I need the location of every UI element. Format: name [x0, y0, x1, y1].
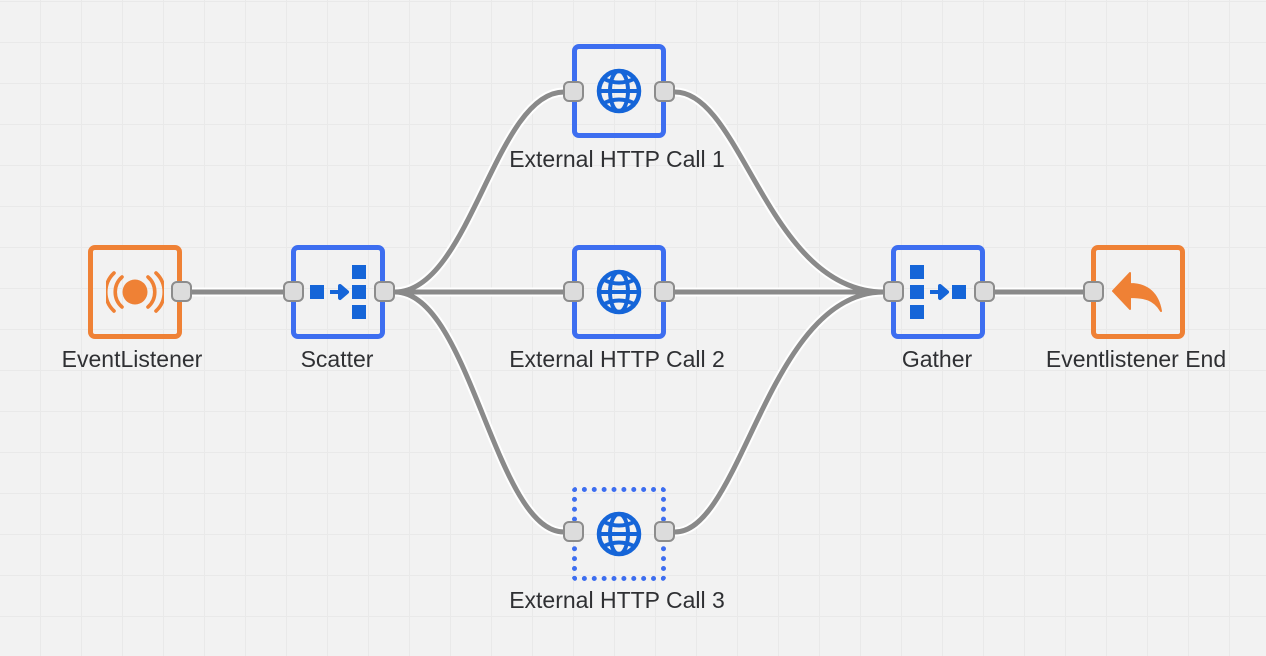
node-scatter[interactable] [291, 245, 385, 339]
globe-icon [596, 68, 642, 114]
port-eventlistener-end-in[interactable] [1083, 281, 1104, 302]
port-http3-in[interactable] [563, 521, 584, 542]
label-event-listener: EventListener [61, 346, 203, 372]
broadcast-signal-icon [106, 267, 164, 317]
node-gather[interactable] [891, 245, 985, 339]
label-gather: Gather [901, 346, 973, 372]
globe-icon [596, 269, 642, 315]
edge-highlight [670, 87, 889, 297]
node-external-http-call-2[interactable] [572, 245, 666, 339]
reply-arrow-icon [1110, 269, 1166, 315]
node-external-http-call-3[interactable] [572, 487, 666, 581]
port-gather-in[interactable] [883, 281, 904, 302]
port-http2-in[interactable] [563, 281, 584, 302]
port-scatter-in[interactable] [283, 281, 304, 302]
port-http1-out[interactable] [654, 81, 675, 102]
edge-edge-scatter-to-http1[interactable] [392, 89, 567, 295]
edge-edge-http3-to-gather[interactable] [672, 289, 887, 535]
port-http3-out[interactable] [654, 521, 675, 542]
port-http2-out[interactable] [654, 281, 675, 302]
label-scatter: Scatter [300, 346, 374, 372]
scatter-icon [308, 264, 368, 320]
label-external-http-call-1: External HTTP Call 1 [509, 146, 725, 172]
edge-edge-http1-to-gather[interactable] [672, 89, 887, 295]
edge-highlight [390, 287, 569, 537]
label-eventlistener-end: Eventlistener End [1045, 346, 1227, 372]
node-external-http-call-1[interactable] [572, 44, 666, 138]
gather-icon [908, 264, 968, 320]
port-gather-out[interactable] [974, 281, 995, 302]
port-http1-in[interactable] [563, 81, 584, 102]
globe-icon [596, 511, 642, 557]
label-external-http-call-2: External HTTP Call 2 [509, 346, 725, 372]
edge-edge-scatter-to-http3[interactable] [392, 289, 567, 535]
edge-highlight [390, 87, 569, 297]
port-event-listener-out[interactable] [171, 281, 192, 302]
node-eventlistener-end[interactable] [1091, 245, 1185, 339]
edge-highlight [670, 287, 889, 537]
label-external-http-call-3: External HTTP Call 3 [509, 587, 725, 613]
port-scatter-out[interactable] [374, 281, 395, 302]
node-event-listener[interactable] [88, 245, 182, 339]
